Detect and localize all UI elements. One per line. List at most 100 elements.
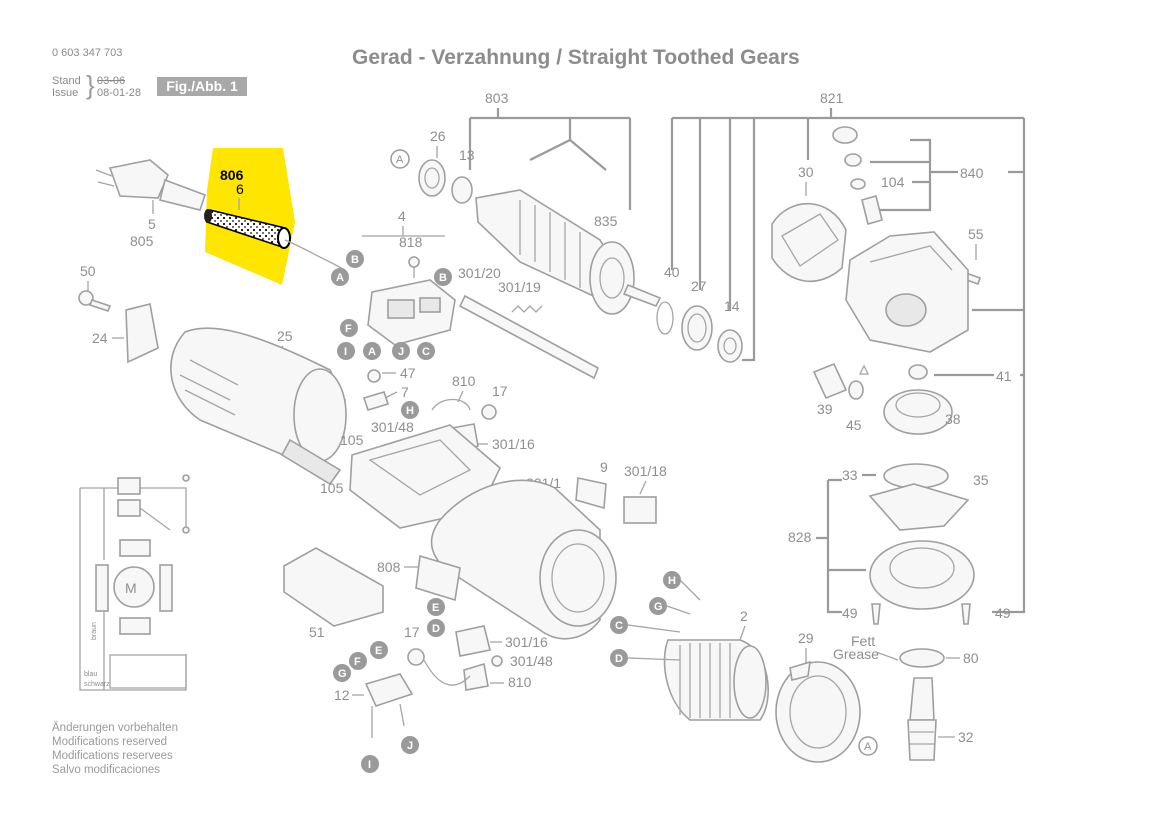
marker-g2: G xyxy=(649,597,667,615)
motor-housing-25 xyxy=(170,327,347,486)
marker-e1: E xyxy=(427,598,445,616)
gear-head xyxy=(845,231,969,353)
svg-text:A: A xyxy=(396,154,404,166)
label-50: 50 xyxy=(80,263,96,279)
svg-text:G: G xyxy=(654,601,663,613)
spindle-32 xyxy=(907,677,937,761)
label-821: 821 xyxy=(820,90,844,106)
nameplate-808 xyxy=(415,554,461,602)
gear-41 xyxy=(908,364,928,380)
note-es: Salvo modificaciones xyxy=(52,764,161,776)
marker-a2: A xyxy=(363,342,381,360)
part-number: 0 603 347 703 xyxy=(52,47,123,59)
label-40: 40 xyxy=(664,264,680,280)
svg-text:D: D xyxy=(615,653,623,665)
fett-label: Fett xyxy=(851,633,875,649)
label-805: 805 xyxy=(130,233,154,249)
marker-b2: B xyxy=(434,268,452,286)
brush-17b xyxy=(407,648,425,666)
marker-d2: D xyxy=(610,649,628,667)
label-39: 39 xyxy=(817,401,833,417)
label-17b: 17 xyxy=(404,624,420,640)
marker-c2: C xyxy=(610,616,628,634)
label-24: 24 xyxy=(92,330,108,346)
guard-29 xyxy=(775,660,861,763)
bearing-26 xyxy=(418,159,446,197)
brace-icon: } xyxy=(86,70,95,100)
seal-cover-30 xyxy=(771,202,847,282)
armature-835 xyxy=(475,189,662,315)
label-828: 828 xyxy=(788,529,812,545)
marker-g1: G xyxy=(333,664,351,682)
note-en: Modifications reserved xyxy=(52,736,168,748)
label-104: 104 xyxy=(881,174,905,190)
label-38: 38 xyxy=(945,411,961,427)
label-32: 32 xyxy=(958,729,974,745)
label-301-16a: 301/16 xyxy=(492,436,535,452)
clip-7 xyxy=(362,391,390,411)
marker-a-outline-2: A xyxy=(858,736,878,756)
note-fr: Modifications reservees xyxy=(52,750,173,762)
svg-text:I: I xyxy=(368,759,371,771)
svg-text:H: H xyxy=(406,405,414,417)
marker-j1: J xyxy=(392,342,410,360)
svg-text:E: E xyxy=(375,645,382,657)
svg-text:F: F xyxy=(345,323,352,335)
marker-i2: I xyxy=(361,755,379,773)
marker-f2: F xyxy=(349,652,367,670)
label-808: 808 xyxy=(377,559,401,575)
marker-i1: I xyxy=(337,342,355,360)
modification-notes: Änderungen vorbehalten Modifications res… xyxy=(52,721,178,777)
label-835: 835 xyxy=(594,213,618,229)
pinion-39 xyxy=(812,362,848,400)
label-30: 30 xyxy=(798,164,814,180)
label-301-16b: 301/16 xyxy=(505,634,548,650)
slide-rod-301-20 xyxy=(458,294,600,380)
screw-301-48b xyxy=(491,655,503,667)
switch-4 xyxy=(367,279,456,346)
note-de: Änderungen vorbehalten xyxy=(52,722,178,734)
marker-h2: H xyxy=(663,571,681,589)
label-25: 25 xyxy=(277,328,293,344)
bearing-13 xyxy=(451,176,473,204)
capacitor-12 xyxy=(364,673,414,707)
label-13: 13 xyxy=(459,147,475,163)
marker-b1: B xyxy=(346,250,364,268)
svg-text:B: B xyxy=(351,254,359,266)
stand-label: Stand xyxy=(52,75,81,87)
screw-50 xyxy=(78,290,112,312)
svg-text:A: A xyxy=(864,741,872,753)
label-803: 803 xyxy=(485,90,509,106)
marker-e2: E xyxy=(370,641,388,659)
screw-47 xyxy=(367,369,381,383)
label-806-sub: 6 xyxy=(236,181,244,197)
bevel-gear-38 xyxy=(883,389,953,435)
label-12: 12 xyxy=(334,687,350,703)
wiring-schematic: M braun blau schwarz xyxy=(79,474,190,691)
label-810b: 810 xyxy=(508,674,532,690)
svg-text:B: B xyxy=(439,272,447,284)
svg-text:F: F xyxy=(354,656,361,668)
label-818: 818 xyxy=(399,234,423,250)
label-35: 35 xyxy=(973,472,989,488)
spring-small xyxy=(858,364,870,375)
stand-value: 03-06 xyxy=(97,75,126,87)
washer-27 xyxy=(681,305,713,351)
cable-sleeve-806[interactable] xyxy=(204,209,291,249)
svg-text:A: A xyxy=(336,272,344,284)
spring-301-19 xyxy=(511,305,543,313)
label-810a: 810 xyxy=(452,373,476,389)
label-9: 9 xyxy=(600,459,608,475)
washer-80 xyxy=(899,648,945,668)
label-301-19: 301/19 xyxy=(498,279,541,295)
label-105b: 105 xyxy=(320,480,344,496)
wire-label-3: schwarz xyxy=(84,681,110,688)
label-806: 806 xyxy=(220,167,244,183)
screw-49a xyxy=(871,603,881,625)
svg-text:G: G xyxy=(338,668,347,680)
marker-a-outline-1: A xyxy=(390,149,410,169)
label-27: 27 xyxy=(691,278,707,294)
label-301-48b: 301/48 xyxy=(510,653,553,669)
label-17a: 17 xyxy=(492,383,508,399)
label-80: 80 xyxy=(963,650,979,666)
